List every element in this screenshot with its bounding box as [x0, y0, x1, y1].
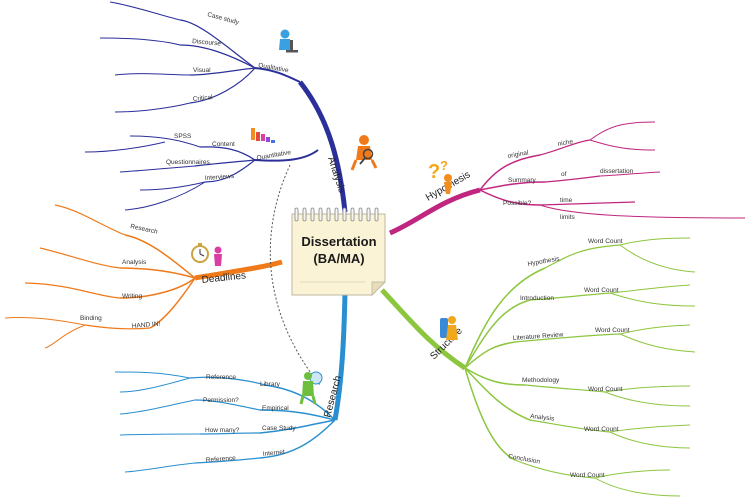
label-writing-deadline[interactable]: Writing [122, 293, 142, 300]
label-dissertation[interactable]: dissertation [600, 168, 634, 175]
label-critical[interactable]: Critical [192, 94, 213, 103]
label-interviews[interactable]: Interviews [205, 173, 235, 182]
label-structure-methodology[interactable]: Methodology [522, 377, 560, 384]
research-main-line [332, 291, 348, 421]
branch-research [114, 291, 348, 473]
label-library[interactable]: Library [260, 381, 281, 388]
note-curl [371, 281, 386, 296]
label-how-many[interactable]: How many? [205, 427, 240, 434]
label-limits[interactable]: limits [560, 214, 576, 221]
label-of[interactable]: of [561, 171, 567, 178]
question-marks-icon: ? ? [428, 158, 452, 194]
center-topic[interactable]: Dissertation (BA/MA) [291, 207, 386, 296]
label-questionnaires[interactable]: Questionnaires [166, 159, 210, 166]
center-title-line2: (BA/MA) [313, 251, 364, 266]
label-structure-analysis[interactable]: Analysis [530, 413, 556, 423]
svg-text:?: ? [440, 158, 448, 173]
label-research-deadline[interactable]: Research [130, 223, 159, 236]
label-permission[interactable]: Permission? [203, 397, 239, 404]
relationship-dotted-line [269, 164, 321, 386]
label-time[interactable]: time [560, 197, 573, 204]
label-internet[interactable]: Internet [262, 449, 285, 458]
branch-deadlines [4, 204, 283, 349]
label-binding[interactable]: Binding [80, 315, 102, 322]
center-title-line1: Dissertation [301, 234, 376, 249]
label-empirical[interactable]: Empirical [262, 405, 289, 412]
bar-chart-icon [251, 128, 275, 143]
branch-structure [380, 237, 696, 497]
label-wordcount-2[interactable]: Word Count [584, 287, 619, 294]
label-spss[interactable]: SPSS [174, 133, 192, 140]
structure-main-line [380, 288, 467, 371]
label-discourse[interactable]: Discourse [192, 38, 222, 48]
branch-hypothesis [389, 121, 746, 236]
deadlines-main-line [194, 259, 283, 281]
label-content[interactable]: Content [212, 141, 235, 148]
label-structure-literature-review[interactable]: Literature Review [513, 331, 564, 342]
analysis-quantitative-line [254, 149, 319, 162]
label-wordcount-3[interactable]: Word Count [595, 327, 630, 334]
label-wordcount-5[interactable]: Word Count [584, 426, 619, 433]
microscope-figure-icon [279, 29, 298, 53]
pink-figure-icon [214, 246, 222, 266]
label-analysis-deadline[interactable]: Analysis [122, 259, 147, 266]
label-summary[interactable]: Summary [508, 177, 537, 184]
branch-label-deadlines[interactable]: Deadlines [201, 270, 246, 286]
analysis-qualitative-line [254, 67, 301, 83]
stopwatch-icon [191, 243, 209, 263]
branch-label-analysis[interactable]: Analysis [325, 156, 347, 195]
branch-analysis [84, 1, 348, 213]
label-internet-reference[interactable]: Reference [206, 455, 237, 464]
label-wordcount-1[interactable]: Word Count [588, 238, 623, 245]
blueprint-figure-icon [440, 316, 458, 340]
label-case-study-research[interactable]: Case Study [262, 425, 296, 432]
label-hand-in[interactable]: HAND IN! [132, 321, 161, 330]
label-possible[interactable]: Possible? [503, 200, 532, 207]
globe-figure-icon [299, 371, 323, 405]
note-spiral [294, 207, 379, 222]
label-niche[interactable]: niche [557, 138, 574, 148]
label-library-reference[interactable]: Reference [206, 374, 236, 381]
label-structure-hypothesis[interactable]: Hypothesis [527, 255, 561, 268]
analysis-main-line [298, 80, 348, 213]
hypothesis-main-line [389, 187, 481, 236]
label-original[interactable]: original [507, 149, 529, 160]
label-case-study[interactable]: Case study [206, 11, 240, 26]
label-wordcount-4[interactable]: Word Count [588, 386, 623, 393]
label-wordcount-6[interactable]: Word Count [570, 472, 605, 479]
label-visual[interactable]: Visual [193, 67, 211, 74]
svg-text:?: ? [428, 161, 440, 183]
label-qualitative[interactable]: Qualitative [258, 62, 290, 74]
magnifier-figure-icon [350, 135, 378, 171]
label-structure-introduction[interactable]: Introduction [520, 295, 554, 302]
